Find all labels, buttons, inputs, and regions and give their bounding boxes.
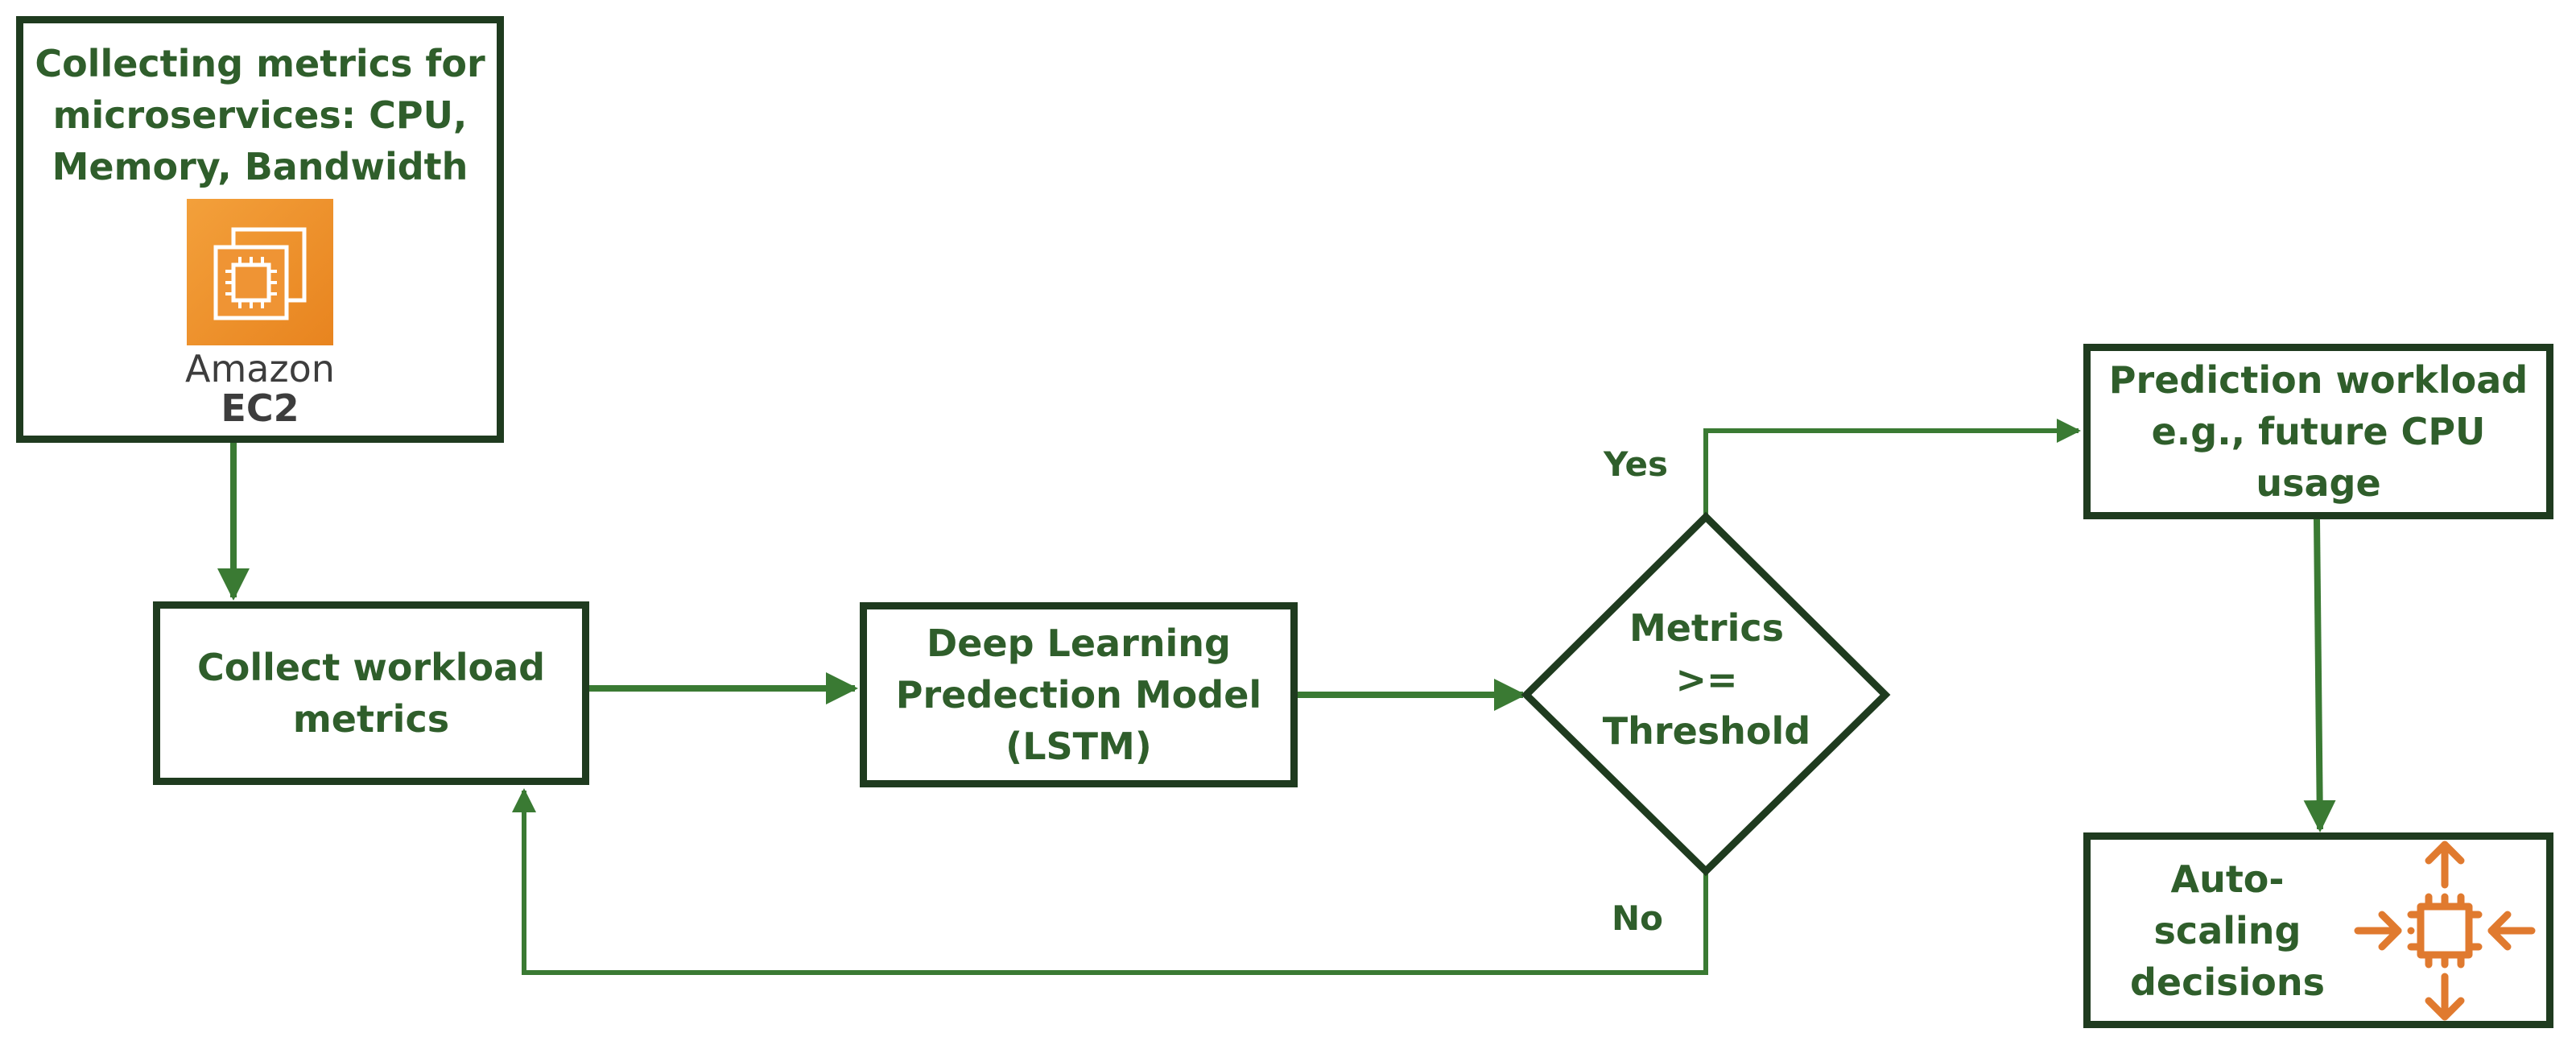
decision-line-2: >= <box>1675 658 1738 701</box>
prediction-model-box: Deep Learning Predection Model (LSTM) <box>860 602 1298 787</box>
model-line-3: (LSTM) <box>1005 725 1152 768</box>
collect-line-1: Collect workload <box>196 646 546 689</box>
arrow-decision-yes <box>1703 419 2081 515</box>
prediction-line-3: usage <box>2256 461 2381 505</box>
prediction-line-2: e.g., future CPU <box>2151 410 2486 453</box>
model-line-2: Predection Model <box>895 673 1262 717</box>
ec2-logo-sub: EC2 <box>221 386 299 430</box>
autoscaling-box: Auto-scaling decisions <box>2083 832 2553 1028</box>
source-title-line-3: Memory, Bandwidth <box>52 145 469 188</box>
model-line-1: Deep Learning <box>927 622 1231 665</box>
ec2-logo-name: Amazon <box>185 347 335 390</box>
decision-line-3: Threshold <box>1602 709 1811 753</box>
decision-label: Metrics >= Threshold <box>1530 602 1884 757</box>
autoscale-icon <box>2348 838 2541 1023</box>
collect-metrics-box: Collect workload metrics <box>153 601 589 785</box>
prediction-line-1: Prediction workload <box>2108 358 2529 402</box>
yes-label: Yes <box>1604 444 1669 484</box>
metrics-source-box: Collecting metrics for microservices: CP… <box>16 16 504 443</box>
collect-line-2: metrics <box>292 697 450 741</box>
prediction-workload-box: Prediction workload e.g., future CPU usa… <box>2083 344 2553 519</box>
decision-line-1: Metrics <box>1629 606 1785 650</box>
no-label: No <box>1612 898 1664 938</box>
ec2-chip-icon <box>187 199 333 345</box>
arrow-decision-no <box>512 788 1708 975</box>
autoscale-text: Auto-scaling decisions <box>2107 853 2348 1008</box>
autoscale-line-2: decisions <box>2129 960 2326 1004</box>
source-title-line-1: Collecting metrics for <box>35 42 485 85</box>
source-title-line-2: microservices: CPU, <box>52 93 468 137</box>
decision-diamond <box>1521 511 1891 877</box>
autoscale-line-1: Auto-scaling <box>2153 857 2301 952</box>
arrow-prediction-to-autoscale <box>2303 518 2336 832</box>
